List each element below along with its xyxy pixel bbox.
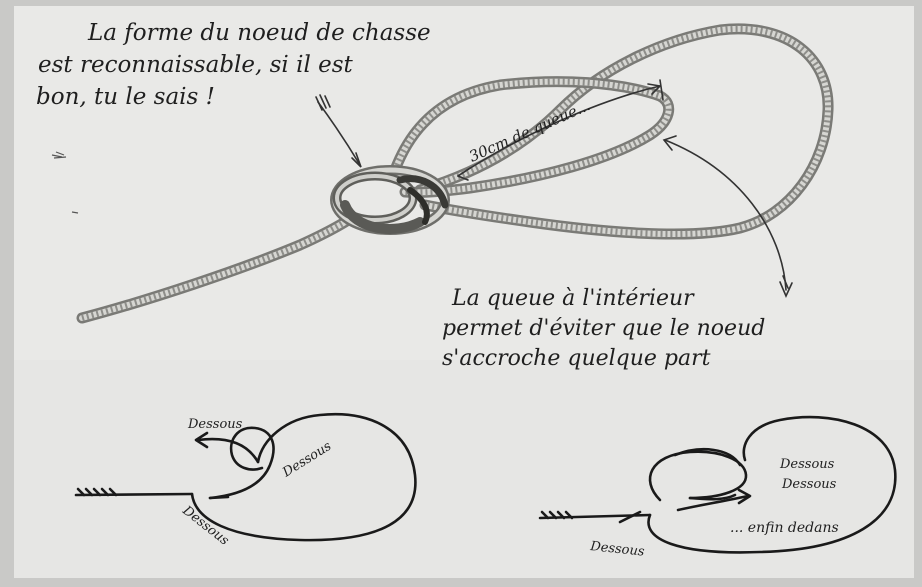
- right-note-line-1: La queue à l'intérieur: [451, 286, 695, 311]
- paper-shade: [14, 360, 914, 578]
- step1-label-top: Dessous: [187, 417, 243, 432]
- note-line-1: La forme du noeud de chasse: [87, 20, 431, 46]
- right-note-line-3: s'accroche quelque part: [442, 346, 711, 371]
- note-line-2: est reconnaissable, si il est: [38, 52, 354, 78]
- step2-label-top: Dessous: [779, 457, 835, 472]
- step2-label-inside: ... enfin dedans: [730, 520, 839, 536]
- step2-label-second: Dessous: [781, 477, 837, 492]
- right-note-line-2: permet d'éviter que le noeud: [442, 316, 765, 341]
- note-line-3: bon, tu le sais !: [36, 84, 215, 110]
